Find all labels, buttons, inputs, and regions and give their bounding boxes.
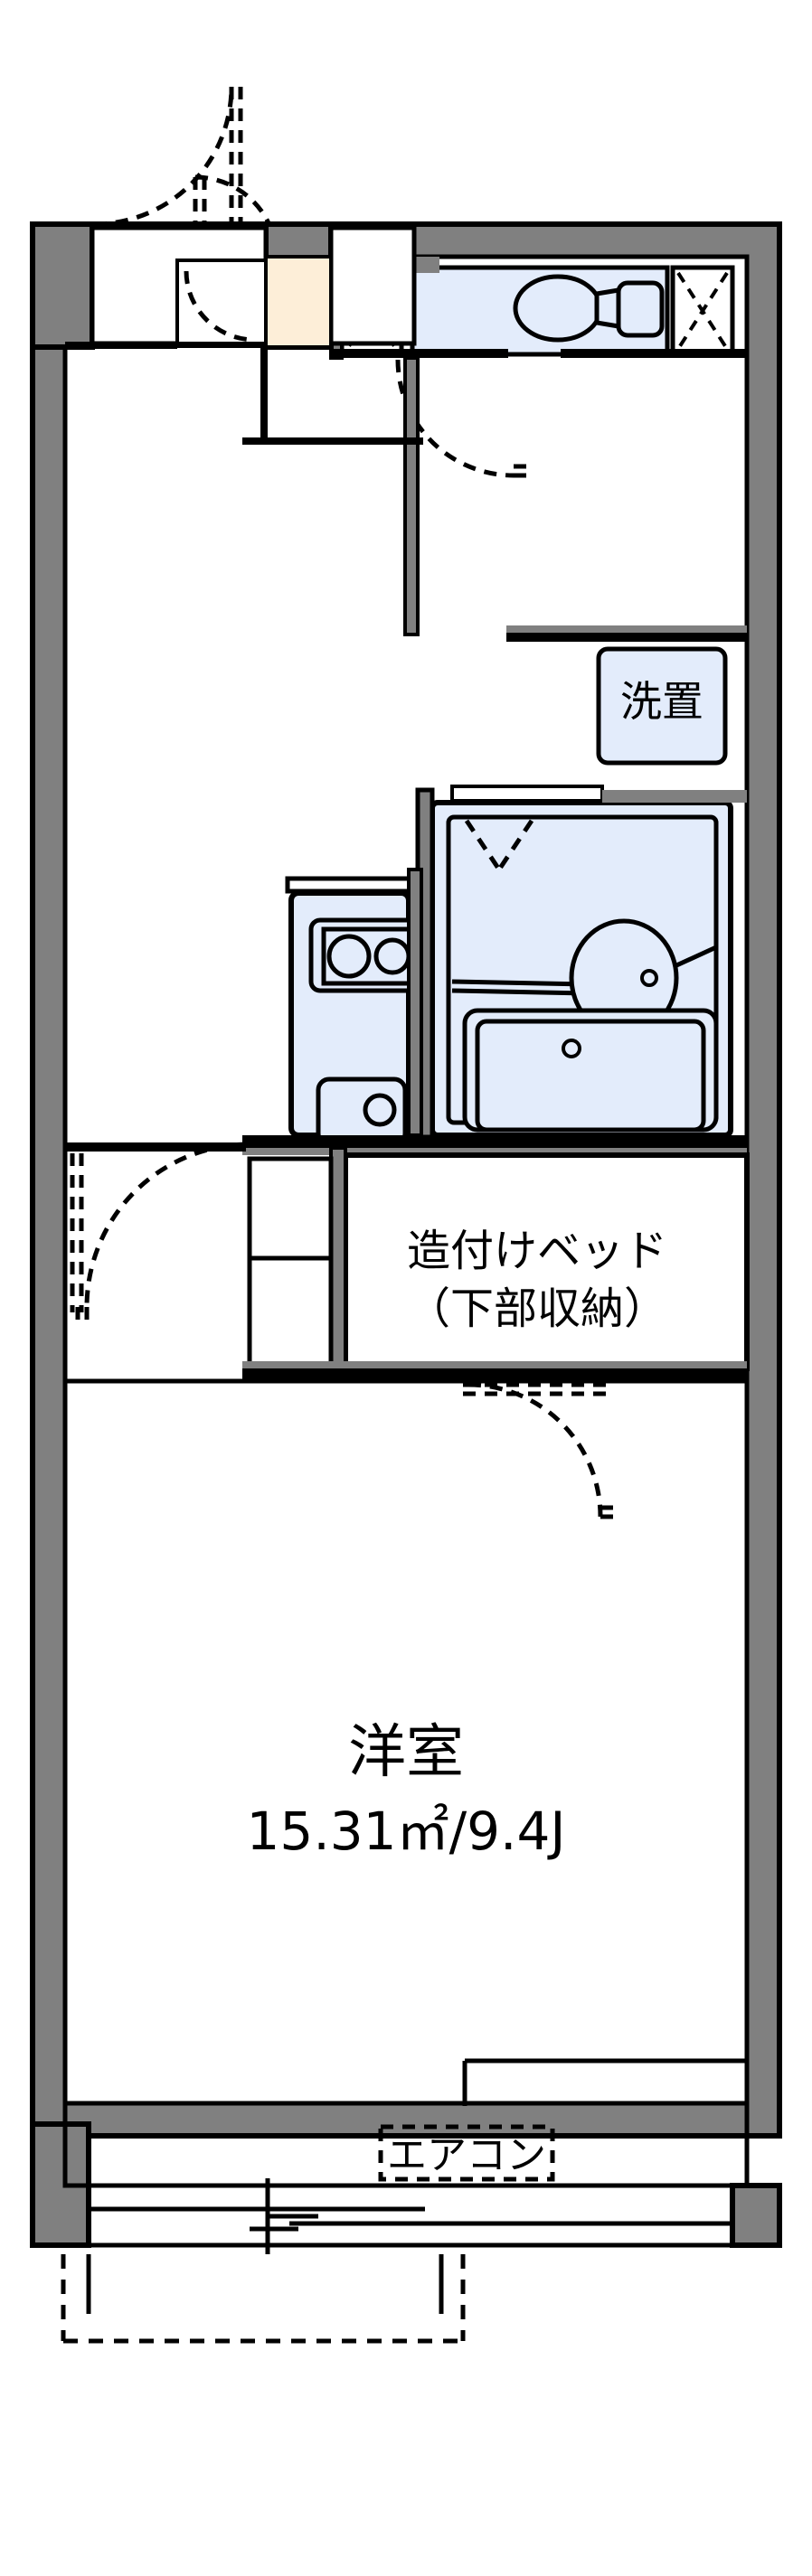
room-door-swing xyxy=(463,1382,620,1519)
corridor-wall-left xyxy=(65,342,177,349)
built-in-bed-area xyxy=(343,1152,750,1371)
aircon-label: エアコン xyxy=(387,2132,546,2178)
two-burner-stove xyxy=(308,917,420,993)
washing-machine-space: 洗置 xyxy=(596,646,728,766)
kitchen xyxy=(285,876,420,1147)
built-in-bed-label-line2: （下部収納） xyxy=(407,1283,667,1334)
bottom-right-wall-block xyxy=(730,2183,782,2248)
mid-wall-band xyxy=(242,1135,747,1155)
built-in-bed-label-line1: 造付けベッド xyxy=(407,1226,667,1276)
hall-door-head xyxy=(65,1142,246,1152)
unit-bath-door-symbol xyxy=(464,819,534,871)
laundry-top-wall-gray xyxy=(506,625,747,633)
top-secondary-opening xyxy=(328,225,417,346)
closet-lower xyxy=(247,1255,334,1371)
balcony-sliding-window xyxy=(61,2178,735,2344)
entrance-tataki-top xyxy=(264,255,333,349)
main-room-labels: 洋室 15.31㎡/9.4J xyxy=(247,1719,566,1862)
kitchen-right-wall xyxy=(407,868,423,1137)
toilet-window-folding-symbol xyxy=(676,271,729,351)
balcony-outline xyxy=(61,2254,466,2344)
hall-bottom-wall xyxy=(242,437,423,445)
bed-bottom-wall xyxy=(242,1361,747,1381)
shoe-box-swing-top xyxy=(184,270,256,343)
main-room-area: 15.31㎡/9.4J xyxy=(247,1800,566,1862)
toilet-fixture xyxy=(513,274,665,343)
built-in-bed: 造付けベッド （下部収納） xyxy=(247,1146,750,1376)
main-room-name: 洋室 xyxy=(348,1719,464,1786)
toilet-door-swing xyxy=(395,359,533,478)
hall-right-wall xyxy=(403,356,420,636)
aircon-zone: エアコン xyxy=(378,2058,747,2182)
closet-upper xyxy=(247,1156,334,1261)
top-left-pier xyxy=(30,221,95,350)
kitchen-sink xyxy=(316,1076,408,1147)
laundry-top-wall xyxy=(506,633,747,642)
main-room-outline xyxy=(62,1378,750,2188)
aircon-recess xyxy=(462,2058,747,2106)
unit-bath-threshold xyxy=(450,785,604,803)
aircon-box xyxy=(378,2124,555,2182)
unit-bath xyxy=(430,785,733,1138)
hall-door-swing xyxy=(70,1142,250,1325)
laundry-label: 洗置 xyxy=(620,677,703,726)
toilet-tank xyxy=(616,280,665,338)
entrance-step-wall xyxy=(260,347,268,437)
bathtub-fixture xyxy=(462,1008,719,1133)
